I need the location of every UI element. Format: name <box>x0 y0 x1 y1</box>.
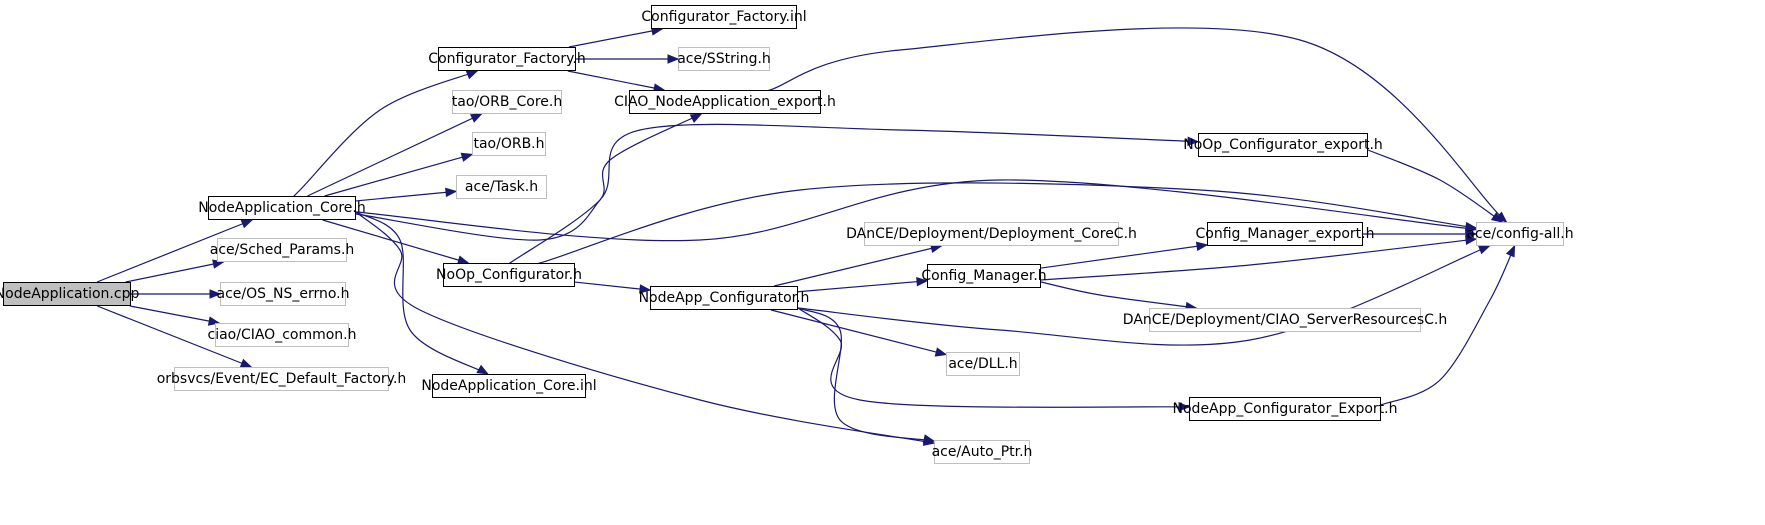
edge-nodeapp_conf-to-config_mgr <box>797 280 928 293</box>
edge-nodeapp_conf-to-auto_ptr <box>794 305 935 442</box>
node-config-manager-export-h[interactable]: Config_Manager_export.h <box>1196 222 1374 246</box>
node-nodeapplication-core-h[interactable]: NodeApplication_Core.h <box>198 196 366 220</box>
edge-noop_conf-to-config_all <box>520 182 1477 269</box>
node-nodeapp-configurator-h[interactable]: NodeApp_Configurator.h <box>639 286 809 310</box>
edge-core_h-to-orb_core <box>307 113 482 197</box>
node-noop-configurator-export-h[interactable]: NoOp_Configurator_export.h <box>1183 133 1383 157</box>
arrowhead-core_h-to-orb_core <box>470 113 483 123</box>
arrowhead-noop_conf-to-config_all <box>1464 221 1478 232</box>
arrowhead-root-to-ec_factory <box>239 358 253 368</box>
node-noop-configurator-h[interactable]: NoOp_Configurator.h <box>436 263 582 287</box>
node-dll-h[interactable]: ace/DLL.h <box>946 352 1020 376</box>
edge-config_mgr-to-server_res <box>1036 280 1197 309</box>
arrowhead-nodeapp_conf-to-config_mgr <box>916 276 929 287</box>
edge-noop_conf-to-nodeapp_conf <box>574 281 651 291</box>
edge-root-to-core_h <box>96 219 253 283</box>
node-nodeapplication-cpp[interactable]: NodeApplication.cpp <box>0 282 139 306</box>
node-os-ns-errno-h[interactable]: ace/OS_NS_errno.h <box>216 282 350 306</box>
arrowhead-nodeapp_conf-to-nodeapp_conf_export <box>1178 402 1191 412</box>
arrowhead-core_h-to-orb <box>460 152 474 162</box>
node-ciao-serverresourcesc-h[interactable]: DAnCE/Deployment/CIAO_ServerResourcesC.h <box>1123 308 1447 332</box>
edge-nodeapp_conf-to-dll <box>770 309 947 356</box>
node-ciao-nodeapplication-export-h[interactable]: CIAO_NodeApplication_export.h <box>614 90 836 114</box>
arrowhead-core_h-to-nodeapp_export <box>689 113 703 123</box>
node-configurator-factory-inl[interactable]: Configurator_Factory.inl <box>641 5 807 29</box>
edge-root-to-ec_factory <box>97 305 252 368</box>
arrowhead-noop_export-to-config_all <box>1490 212 1504 223</box>
arrowhead-nodeapp_conf-to-config_all <box>1477 245 1491 255</box>
node-deployment-corec-h[interactable]: DAnCE/Deployment/Deployment_CoreC.h <box>846 222 1137 246</box>
arrowhead-core_h-to-core_inl <box>476 364 489 375</box>
arrowhead-core_h-to-task <box>445 187 458 198</box>
node-nodeapplication-core-inl[interactable]: NodeApplication_Core.inl <box>421 374 597 398</box>
arrowhead-nodeapp_conf-to-auto_ptr <box>922 434 936 444</box>
arrowhead-conf_factory_h-to-sstring <box>667 54 680 64</box>
arrowhead-config_mgr_export-to-config_all <box>1465 229 1478 239</box>
edge-root-to-ciao_common <box>129 305 220 324</box>
edge-noop_conf-to-noop_export <box>502 123 1199 269</box>
edge-config_mgr-to-config_mgr_export <box>1040 244 1208 269</box>
edge-core_h-to-noop_conf <box>322 219 469 264</box>
node-ciao-common-h[interactable]: ciao/CIAO_common.h <box>208 323 357 347</box>
edge-core_h-to-nodeapp_export <box>341 113 702 241</box>
arrowhead-core_h-to-conf_factory_h <box>465 70 479 80</box>
edge-conf_factory_h-to-conf_factory_inl <box>568 28 663 48</box>
node-sstring-h[interactable]: ace/SString.h <box>677 47 771 71</box>
edge-core_h-to-auto_ptr <box>352 208 935 444</box>
node-configurator-factory-h[interactable]: Configurator_Factory.h <box>428 47 586 71</box>
arrowhead-noop_conf-to-nodeapp_conf <box>639 284 652 294</box>
arrowhead-config_mgr-to-config_mgr_export <box>1195 241 1209 252</box>
edge-nodeapp_conf-to-deploy_core <box>774 245 942 287</box>
node-orb-core-h[interactable]: tao/ORB_Core.h <box>452 90 562 114</box>
arrowhead-config_mgr-to-config_all <box>1465 235 1478 245</box>
edge-conf_factory_h-to-nodeapp_export <box>567 70 665 91</box>
node-nodeapp-configurator-export-h[interactable]: NodeApp_Configurator_Export.h <box>1173 397 1398 421</box>
node-config-all-h[interactable]: ace/config-all.h <box>1466 222 1574 246</box>
node-ec-default-factory-h[interactable]: orbsvcs/Event/EC_Default_Factory.h <box>157 367 406 391</box>
node-auto-ptr-h[interactable]: ace/Auto_Ptr.h <box>932 440 1032 464</box>
arrowhead-noop_conf-to-noop_export <box>1187 136 1200 146</box>
node-sched-params-h[interactable]: ace/Sched_Params.h <box>210 238 354 262</box>
edge-core_h-to-task <box>355 190 457 202</box>
arrowhead-root-to-core_h <box>240 219 254 229</box>
node-orb-h[interactable]: tao/ORB.h <box>472 132 546 156</box>
arrowhead-nodeapp_conf-to-dll <box>934 347 948 357</box>
arrowhead-root-to-errno <box>209 289 222 299</box>
node-config-manager-h[interactable]: Config_Manager.h <box>921 264 1047 288</box>
node-task-h[interactable]: ace/Task.h <box>456 175 547 199</box>
edge-nodeapp_export-to-config_all <box>759 27 1507 223</box>
edge-noop_export-to-config_all <box>1362 147 1503 223</box>
arrowhead-nodeapp_conf_export-to-config_all <box>1505 244 1516 258</box>
edge-core_h-to-orb <box>324 153 473 197</box>
